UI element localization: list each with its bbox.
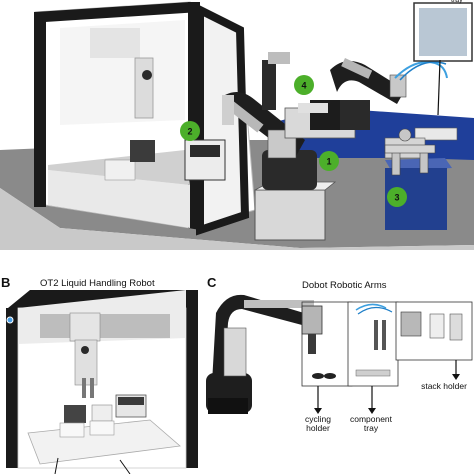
panel-b-title: OT2 Liquid Handling Robot bbox=[40, 278, 155, 289]
marker-1: 1 bbox=[319, 151, 339, 171]
ot2-robot-enclosure bbox=[34, 1, 256, 236]
tray-inset bbox=[413, 2, 473, 116]
panel-a-overview: 1 2 3 4 tray bbox=[0, 0, 474, 250]
label-component-tray: component tray bbox=[349, 414, 393, 433]
label-stack-holder: stack holder bbox=[421, 381, 467, 391]
dobot-arms-back bbox=[262, 52, 448, 139]
panel-letter-c: C bbox=[207, 275, 217, 290]
dobot-illustration bbox=[206, 294, 473, 414]
svg-text:3: 3 bbox=[394, 193, 399, 203]
marker-4: 4 bbox=[294, 75, 314, 95]
svg-text:1: 1 bbox=[326, 157, 331, 167]
panel-c-dobot: C Dobot Robotic Arms cycling h bbox=[206, 268, 474, 474]
ot2-illustration bbox=[6, 290, 198, 474]
panel-b-ot2: B OT2 Liquid Handling Robot bbox=[0, 268, 206, 474]
marker-2: 2 bbox=[180, 121, 200, 141]
svg-text:4: 4 bbox=[301, 81, 306, 91]
overview-scene: 1 2 3 4 bbox=[0, 1, 474, 250]
panel-c-title: Dobot Robotic Arms bbox=[302, 280, 387, 291]
marker-3: 3 bbox=[387, 187, 407, 207]
panel-letter-b: B bbox=[1, 275, 11, 290]
tray-inset-label: tray bbox=[451, 0, 463, 4]
svg-text:2: 2 bbox=[187, 127, 192, 137]
label-cycling-holder: cycling holder bbox=[305, 414, 331, 433]
dobot-arm-front bbox=[222, 91, 337, 241]
